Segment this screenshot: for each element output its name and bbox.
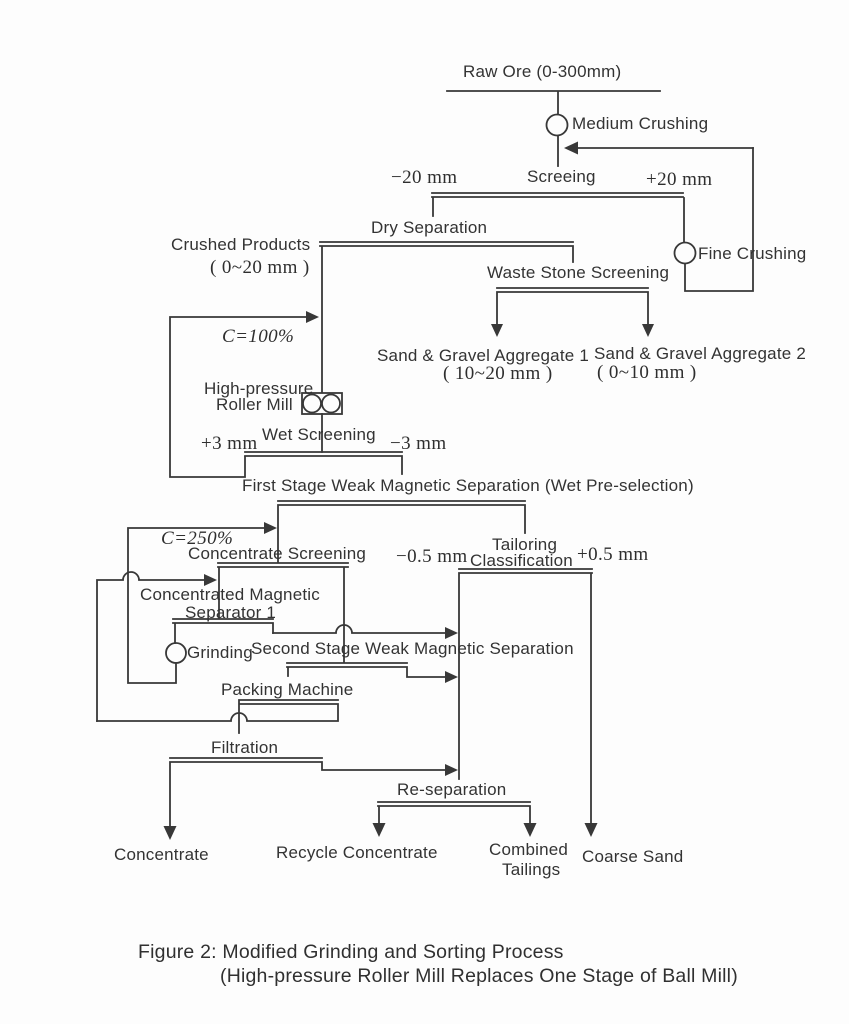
screening-screen [431, 192, 684, 217]
dry-separation-screen [319, 241, 574, 393]
roller-mill-symbol [301, 392, 343, 453]
arrow-down-icon [372, 823, 386, 837]
arrow-right-icon [445, 764, 458, 776]
first-stage-screen [277, 500, 526, 563]
arrow-down-icon [523, 823, 537, 837]
fine-crushing-circle-icon [673, 241, 697, 265]
arrow-right-icon [445, 627, 458, 639]
re-separation-screen [372, 801, 537, 837]
label-filtration: Filtration [211, 738, 279, 757]
label-waste-stone-screening: Waste Stone Screening [487, 263, 670, 282]
label-separator-1: Separator 1 [185, 603, 277, 622]
label-dry-separation: Dry Separation [371, 218, 488, 237]
concentrate-screening-screen [217, 562, 349, 663]
label-raw-ore: Raw Ore (0-300mm) [463, 62, 622, 81]
label-aggregate1-size: ( 10~20 mm ) [443, 363, 553, 384]
label-concentrate-screening: Concentrate Screening [188, 544, 367, 563]
label-plus-05mm: +0.5 mm [577, 544, 649, 565]
label-aggregate2: Sand & Gravel Aggregate 2 [594, 344, 806, 363]
arrow-right-icon [445, 671, 458, 683]
label-grinding: Grinding [187, 643, 253, 662]
arrow-right-icon [204, 574, 217, 586]
label-wet-screening: Wet Screening [262, 425, 376, 444]
separator1-screen [172, 618, 274, 634]
tailoring-classification-screen [458, 568, 598, 837]
c100-circulating-loop [169, 311, 319, 478]
medium-crushing-circle-icon [545, 113, 569, 137]
label-crushed-products-size: ( 0~20 mm ) [210, 257, 310, 278]
label-recycle-concentrate: Recycle Concentrate [276, 843, 438, 862]
label-coarse-sand: Coarse Sand [582, 847, 684, 866]
label-minus-3mm: −3 mm [390, 433, 447, 454]
label-c250: C=250% [161, 528, 234, 549]
second-stage-screen [286, 662, 458, 683]
label-aggregate2-size: ( 0~10 mm ) [597, 362, 697, 383]
arrow-down-icon [163, 826, 177, 840]
label-combined-tailings-line2: Tailings [502, 860, 561, 879]
wet-screening-screen [244, 451, 403, 475]
label-concentrated-magnetic: Concentrated Magnetic [140, 585, 320, 604]
label-plus-3mm: +3 mm [201, 433, 258, 454]
label-fine-crushing: Fine Crushing [698, 244, 807, 263]
separator1-to-main-line [272, 624, 458, 639]
raw-ore-feed [446, 90, 661, 167]
figure-caption-line1: Figure 2: Modified Grinding and Sorting … [138, 941, 564, 963]
arrow-down-icon [491, 324, 503, 337]
waste-stone-screen [491, 287, 654, 337]
label-crushed-products: Crushed Products [171, 235, 311, 254]
arrow-right-icon [306, 311, 319, 323]
arrow-down-icon [642, 324, 654, 337]
label-screening: Screeing [527, 167, 596, 186]
label-minus-20mm: −20 mm [391, 167, 458, 188]
label-medium-crushing: Medium Crushing [572, 114, 709, 133]
grinding-circle-icon [165, 642, 187, 664]
separator1-feed-line [96, 571, 217, 722]
c250-grinding-loop [127, 522, 277, 684]
label-first-stage: First Stage Weak Magnetic Separation (We… [242, 476, 694, 495]
label-packing-machine: Packing Machine [221, 680, 354, 699]
arrow-left-icon [564, 141, 578, 155]
filtration-screen [163, 757, 458, 840]
label-roller-mill: Roller Mill [216, 395, 293, 414]
arrow-down-icon [584, 823, 598, 837]
label-high-pressure: High-pressure [204, 379, 314, 398]
label-aggregate1: Sand & Gravel Aggregate 1 [377, 346, 589, 365]
label-minus-05mm: −0.5 mm [396, 546, 468, 567]
fine-crushing-return-loop [564, 141, 754, 292]
arrow-right-icon [264, 522, 277, 534]
label-concentrate: Concentrate [114, 845, 209, 864]
label-combined-tailings-line1: Combined [489, 840, 569, 859]
figure-caption-line2: (High-pressure Roller Mill Replaces One … [220, 965, 738, 987]
label-second-stage: Second Stage Weak Magnetic Separation [251, 639, 574, 658]
label-classification: Classification [470, 551, 573, 570]
label-plus-20mm: +20 mm [646, 169, 713, 190]
label-tailoring: Tailoring [492, 535, 558, 554]
packing-machine-symbol [96, 699, 339, 734]
label-re-separation: Re-separation [397, 780, 507, 799]
label-c100: C=100% [222, 326, 295, 347]
